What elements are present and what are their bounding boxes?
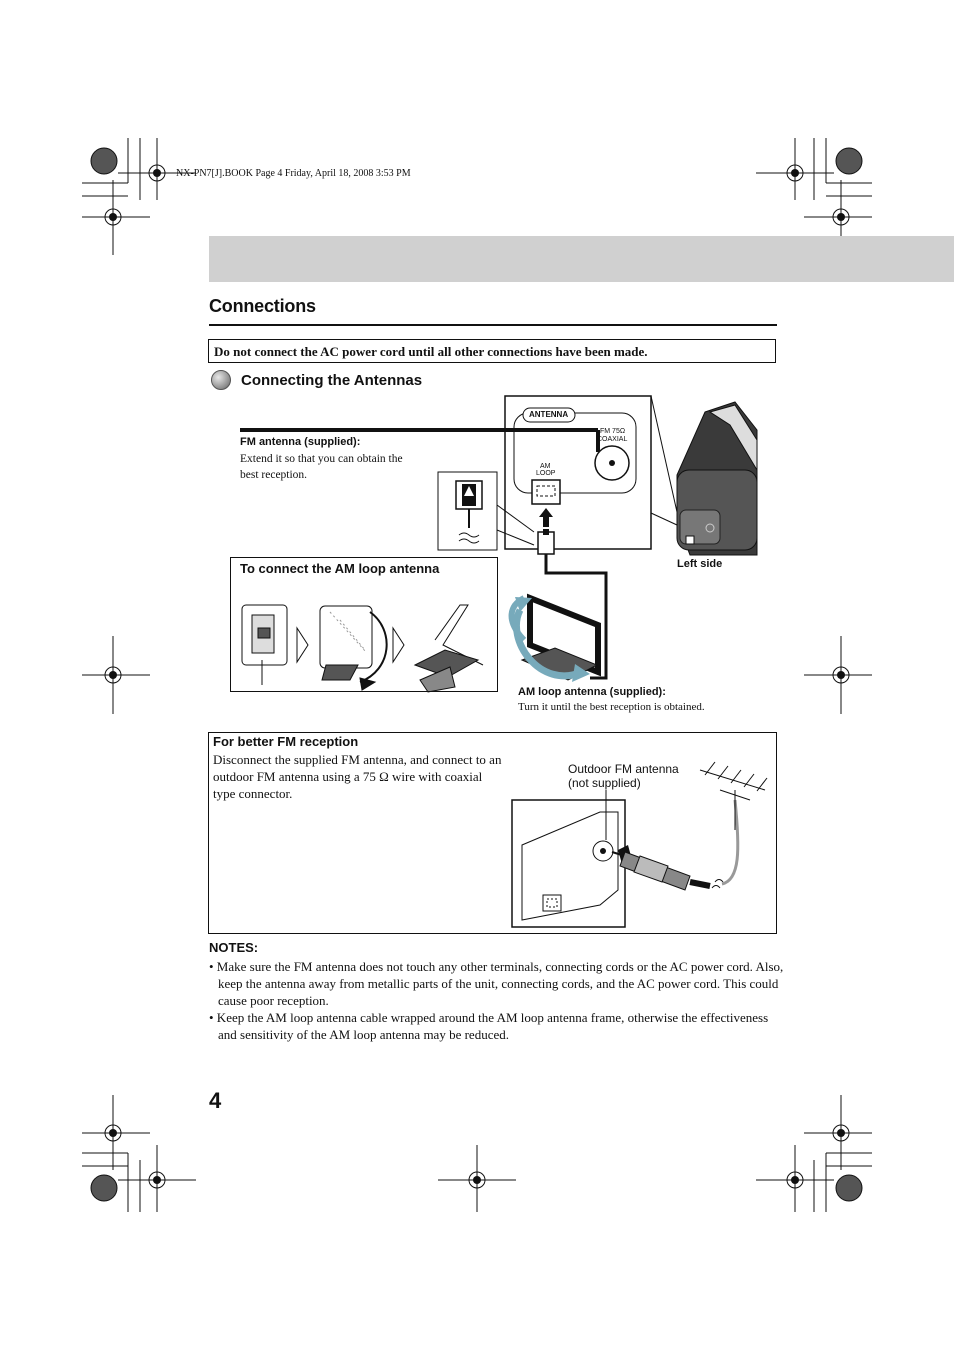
left-side-label: Left side bbox=[677, 558, 723, 570]
page-number: 4 bbox=[209, 1088, 222, 1113]
outdoor-antenna-label: Outdoor FM antenna (not supplied) bbox=[568, 762, 679, 790]
warning-text: Do not connect the AC power cord until a… bbox=[214, 344, 648, 359]
am-loop-label: AM loop antenna (supplied): bbox=[518, 686, 666, 698]
fm-antenna-label: FM antenna (supplied): bbox=[240, 436, 361, 448]
list-item: • Make sure the FM antenna does not touc… bbox=[209, 959, 784, 1008]
outdoor-antenna-label-line2: (not supplied) bbox=[568, 776, 641, 790]
fm-reception-box bbox=[208, 732, 777, 934]
am-assembly-steps bbox=[241, 604, 484, 693]
unit-side-illustration bbox=[676, 401, 758, 556]
subsection-title: Connecting the Antennas bbox=[241, 371, 423, 389]
list-item: • Keep the AM loop antenna cable wrapped… bbox=[209, 1010, 769, 1042]
fm-antenna-description: Extend it so that you can obtain the bes… bbox=[240, 453, 403, 481]
fm-reception-title: For better FM reception bbox=[213, 734, 359, 749]
subsection-heading: Connecting the Antennas bbox=[211, 369, 422, 391]
warning-box: Do not connect the AC power cord until a… bbox=[208, 339, 776, 363]
section-title: Connections bbox=[209, 296, 316, 316]
panel-am-label: AM bbox=[540, 463, 551, 470]
bullet-ball-icon bbox=[211, 370, 231, 390]
notes-list: • Make sure the FM antenna does not touc… bbox=[209, 958, 784, 1043]
panel-antenna-label: ANTENNA bbox=[529, 410, 569, 419]
section-band bbox=[209, 236, 954, 282]
am-connect-box bbox=[230, 557, 498, 692]
section-divider bbox=[209, 324, 777, 326]
notes-title: NOTES: bbox=[209, 940, 259, 955]
panel-fm-label: FM 75Ω bbox=[600, 428, 626, 435]
outdoor-antenna-label-line1: Outdoor FM antenna bbox=[568, 762, 679, 776]
am-loop-description: Turn it until the best reception is obta… bbox=[518, 701, 705, 713]
file-info-header: NX-PN7[J].BOOK Page 4 Friday, April 18, … bbox=[176, 168, 411, 179]
am-loop-antenna-illustration bbox=[508, 593, 601, 682]
am-connect-title: To connect the AM loop antenna bbox=[240, 561, 440, 576]
panel-coaxial-label: COAXIAL bbox=[597, 436, 628, 443]
fm-reception-description: Disconnect the supplied FM antenna, and … bbox=[213, 752, 502, 801]
panel-loop-label: LOOP bbox=[536, 470, 556, 477]
